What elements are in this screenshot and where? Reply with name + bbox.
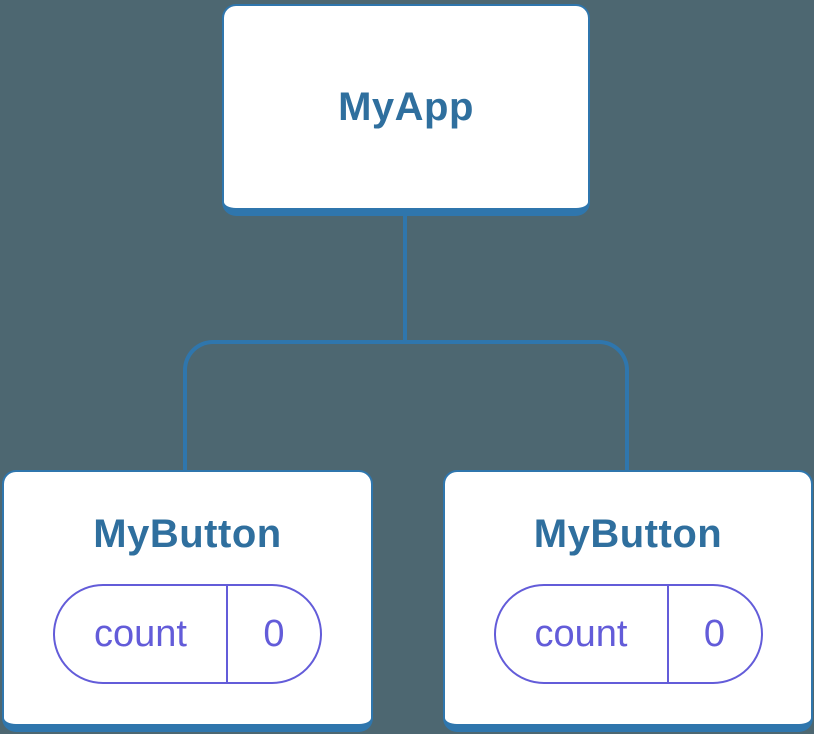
state-key: count [55,586,228,682]
state-key: count [496,586,669,682]
node-label: MyApp [338,85,474,129]
state-value: 0 [703,612,726,655]
state-pill: count 0 [53,584,322,684]
state-value: 0 [263,612,285,655]
node-label: MyButton [533,512,723,556]
connector-branch-bracket [183,340,629,472]
state-pill: count 0 [493,584,763,684]
tree-node-mybutton-2: MyButton count 0 [443,470,813,732]
node-label: MyButton [93,512,282,556]
connector-root-line [403,214,407,342]
tree-node-myapp: MyApp [222,4,590,216]
tree-node-mybutton-1: MyButton count 0 [2,470,373,732]
